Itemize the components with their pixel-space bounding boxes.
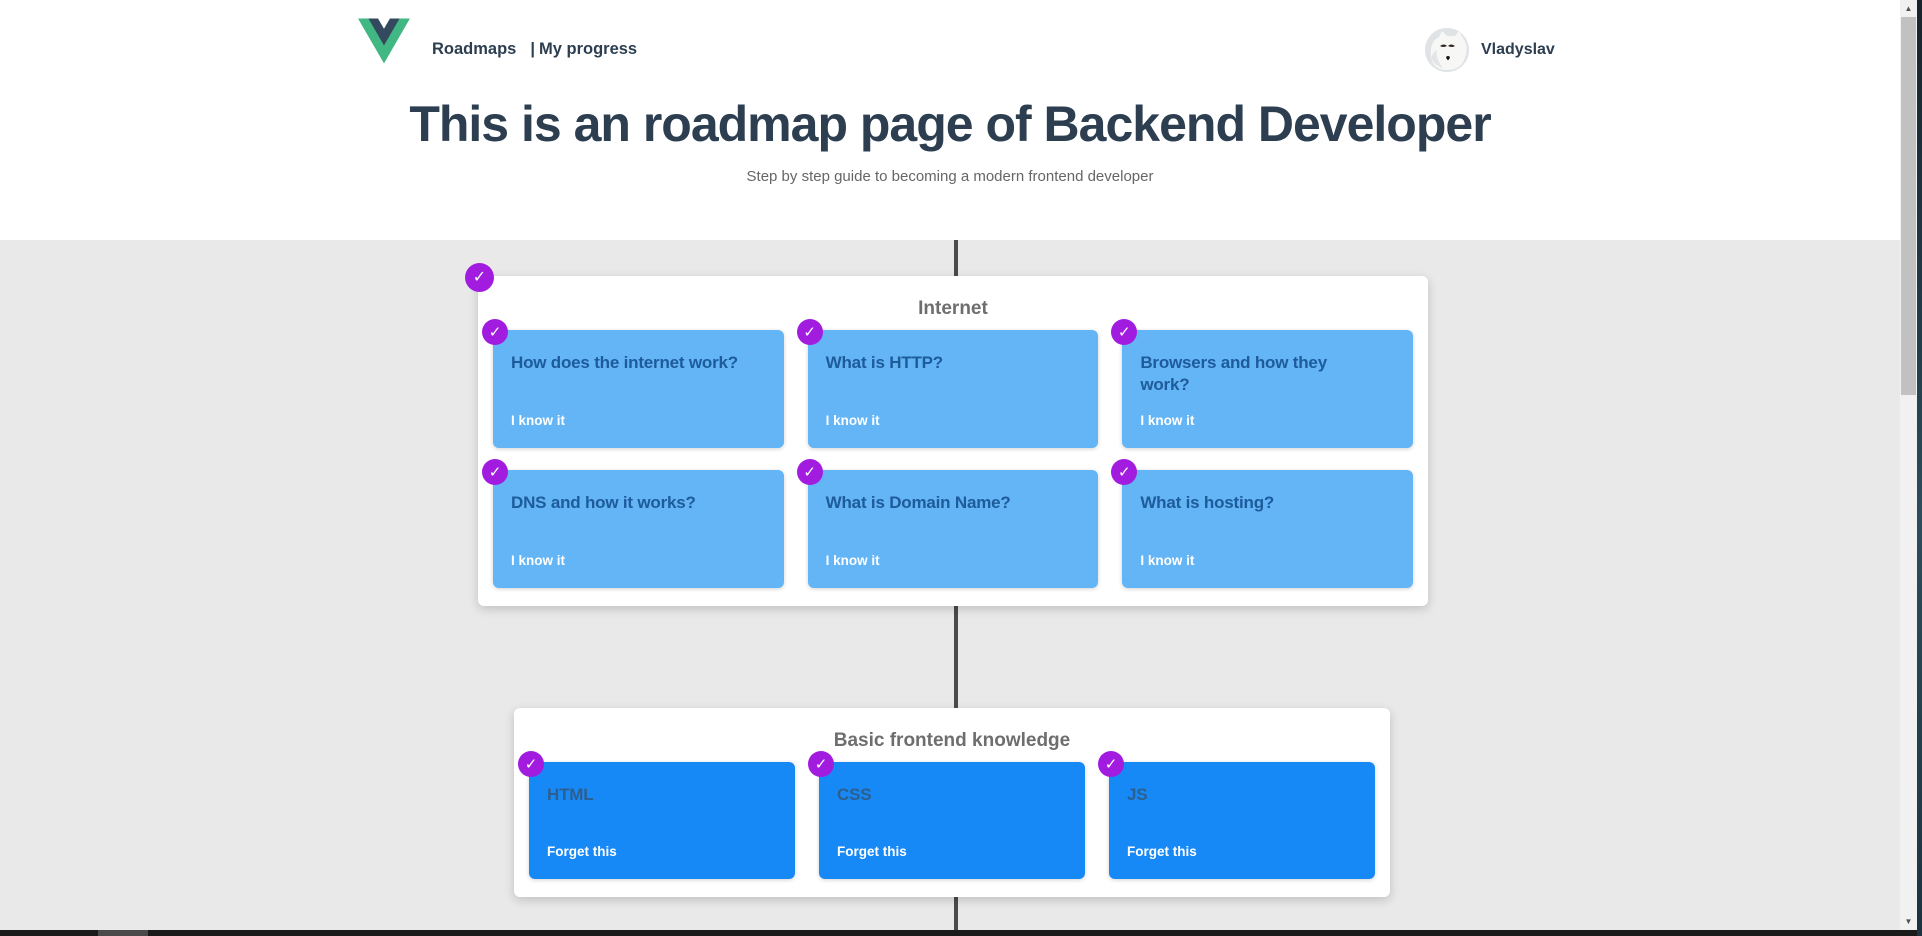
account-menu[interactable]: Vladyslav [1425, 28, 1555, 72]
check-badge: ✓ [1098, 751, 1124, 777]
arctic-fox-photo [1425, 28, 1469, 72]
header: Roadmaps |My progress Vladyslav This is a… [0, 0, 1900, 240]
section-internet: ✓ Internet ✓How does the internet work?I… [465, 263, 1428, 606]
vertical-scrollbar[interactable]: ▲ ▼ [1900, 0, 1917, 930]
section-title: Internet [918, 298, 988, 319]
topic-title: How does the internet work? [511, 353, 738, 372]
topic-card-what-is-domain-name[interactable]: ✓What is Domain Name? I know it [796, 459, 1099, 588]
topic-action-button[interactable]: Forget this [837, 844, 907, 859]
topic-card-js[interactable]: ✓JS Forget this [1098, 751, 1375, 879]
topic-card-how-does-the-internet-work[interactable]: ✓How does the internet work? I know it [482, 319, 784, 448]
scroll-up-arrow[interactable]: ▲ [1904, 4, 1913, 13]
topic-action-button[interactable]: I know it [1140, 413, 1195, 428]
topic-card-html[interactable]: ✓HTML Forget this [518, 751, 795, 879]
topic-title: What is hosting? [1140, 493, 1275, 512]
vue-logo-icon[interactable] [358, 18, 410, 64]
topic-card-dns-and-how-it-works[interactable]: ✓DNS and how it works? I know it [482, 459, 784, 588]
topic-action-button[interactable]: I know it [825, 413, 880, 428]
section-title: Basic frontend knowledge [833, 730, 1071, 751]
topic-title: CSS [837, 785, 872, 804]
nav-my-progress-link[interactable]: My progress [538, 40, 638, 58]
topic-action-button[interactable]: I know it [511, 413, 565, 428]
topic-action-button[interactable]: I know it [825, 553, 880, 568]
horizontal-scrollbar-thumb[interactable] [98, 930, 148, 936]
check-badge: ✓ [518, 751, 544, 777]
roadmap-section: ✓ Internet ✓How does the internet work?I… [0, 240, 1900, 931]
topic-card-browsers-and-how-they-work[interactable]: ✓Browsers and how they work? I know it [1111, 319, 1413, 448]
check-badge: ✓ [482, 319, 508, 345]
topics-grid: ✓How does the internet work?I know it✓Wh… [482, 319, 1413, 588]
horizontal-scrollbar[interactable] [0, 930, 1922, 936]
screen-edge-strip [1917, 0, 1922, 936]
section-check-badge: ✓ [465, 263, 494, 292]
check-badge: ✓ [796, 319, 823, 345]
hero: This is an roadmap page of Backend Devel… [0, 96, 1900, 185]
check-icon: ✓ [472, 268, 487, 286]
scroll-down-arrow[interactable]: ▼ [1904, 917, 1913, 926]
page-subtitle: Step by step guide to becoming a modern … [746, 167, 1154, 185]
topic-action-button[interactable]: I know it [511, 553, 565, 568]
check-badge: ✓ [482, 459, 508, 485]
check-badge: ✓ [1111, 319, 1138, 345]
nav-roadmaps-link[interactable]: Roadmaps [432, 40, 517, 58]
topic-title: DNS and how it works? [511, 493, 696, 512]
check-badge: ✓ [808, 751, 834, 777]
vertical-scrollbar-thumb[interactable] [1901, 17, 1916, 395]
topic-card-css[interactable]: ✓CSS Forget this [808, 751, 1085, 879]
topic-title: JS [1127, 785, 1148, 804]
topic-title: HTML [547, 785, 594, 804]
check-badge: ✓ [796, 459, 823, 485]
main-nav: Roadmaps |My progress [432, 40, 637, 59]
check-badge: ✓ [1111, 459, 1138, 485]
topic-title: What is Domain Name? [825, 493, 1011, 512]
topic-action-button[interactable]: Forget this [1127, 844, 1197, 859]
topic-card-what-is-hosting[interactable]: ✓What is hosting? I know it [1111, 459, 1413, 588]
topic-title: Browsers and how they work? [1140, 353, 1327, 395]
topic-card-what-is-http[interactable]: ✓What is HTTP? I know it [796, 319, 1099, 448]
topic-title: What is HTTP? [825, 353, 944, 372]
nav-divider: | [530, 40, 535, 58]
avatar [1425, 28, 1469, 72]
topic-action-button[interactable]: Forget this [547, 844, 617, 859]
topic-action-button[interactable]: I know it [1140, 553, 1195, 568]
page-title: This is an roadmap page of Backend Devel… [409, 96, 1491, 152]
user-name: Vladyslav [1481, 41, 1555, 58]
